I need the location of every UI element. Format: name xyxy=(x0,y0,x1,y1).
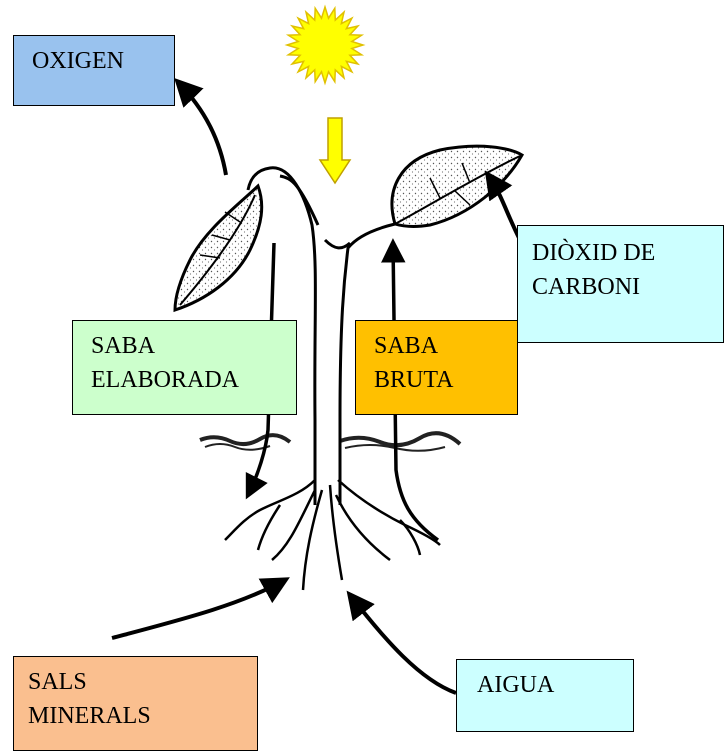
elaborated-sap-label-line1: SABA xyxy=(91,329,278,363)
water-arrow xyxy=(350,595,456,693)
crude-sap-label-line1: SABA xyxy=(374,329,499,363)
ground-line xyxy=(200,433,460,451)
mineral-salts-label-line1: SALS xyxy=(28,665,243,699)
water-label-text: AIGUA xyxy=(477,668,613,702)
mineral-salts-label-line2: MINERALS xyxy=(28,699,243,733)
elaborated-sap-label-line2: ELABORADA xyxy=(91,363,278,397)
oxygen-arrow xyxy=(178,82,226,175)
oxygen-label-text: OXIGEN xyxy=(32,36,156,86)
elaborated-sap-label: SABA ELABORADA xyxy=(72,320,297,415)
co2-arrow xyxy=(488,175,520,240)
co2-label-line2: CARBONI xyxy=(532,270,709,304)
mineral-salts-label: SALS MINERALS xyxy=(13,656,258,751)
minerals-arrow xyxy=(112,580,285,638)
co2-label-line1: DIÒXID DE xyxy=(532,236,709,270)
co2-label: DIÒXID DE CARBONI xyxy=(517,225,724,343)
sun-icon xyxy=(287,7,363,83)
right-leaf xyxy=(392,146,522,226)
crude-sap-label-line2: BRUTA xyxy=(374,363,499,397)
plant-roots xyxy=(225,480,440,590)
water-label: AIGUA xyxy=(456,659,634,732)
sunlight-arrow xyxy=(320,118,350,183)
left-leaf xyxy=(175,186,262,310)
crude-sap-label: SABA BRUTA xyxy=(355,320,518,415)
oxygen-label: OXIGEN xyxy=(13,35,175,106)
